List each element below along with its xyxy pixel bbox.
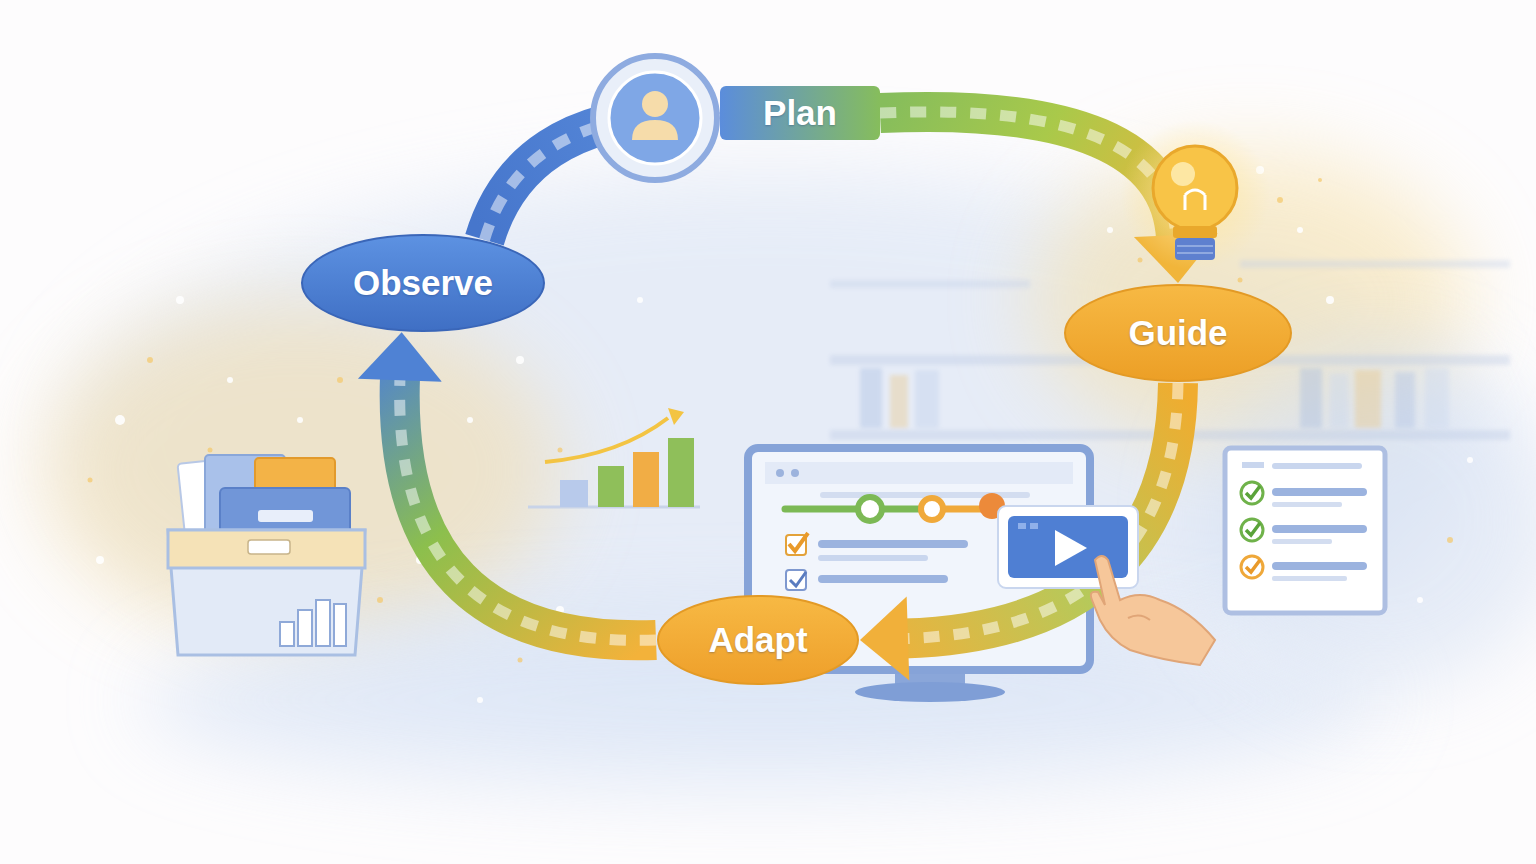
observe-ellipse-fill [302, 235, 544, 331]
node-label: Observe [353, 263, 493, 303]
file-box [168, 455, 365, 655]
video-button [998, 506, 1138, 588]
plan-band-fill [720, 86, 880, 140]
observe-ellipse: Observe [300, 233, 546, 333]
guide-ellipse: Guide [1063, 283, 1293, 383]
arrow-band-dashes [400, 376, 656, 640]
guide-ellipse-fill [1065, 285, 1291, 381]
node-label: Adapt [708, 620, 807, 660]
node-label: Guide [1128, 313, 1227, 353]
node-label: Plan [763, 93, 837, 133]
bar-chart-icon [528, 408, 700, 507]
pointing-hand [1091, 556, 1215, 665]
arrow-head [860, 596, 909, 680]
checklist-screen [1225, 448, 1385, 613]
user-circle-icon [593, 56, 717, 180]
adapt-ellipse: Adapt [656, 594, 860, 686]
arrow-band [400, 376, 656, 640]
plan-band: Plan [720, 86, 880, 140]
light-bulb-icon [1120, 120, 1270, 270]
adapt-ellipse-fill [658, 596, 858, 684]
arrow-head [358, 332, 442, 382]
cycle-arrow [358, 332, 656, 640]
